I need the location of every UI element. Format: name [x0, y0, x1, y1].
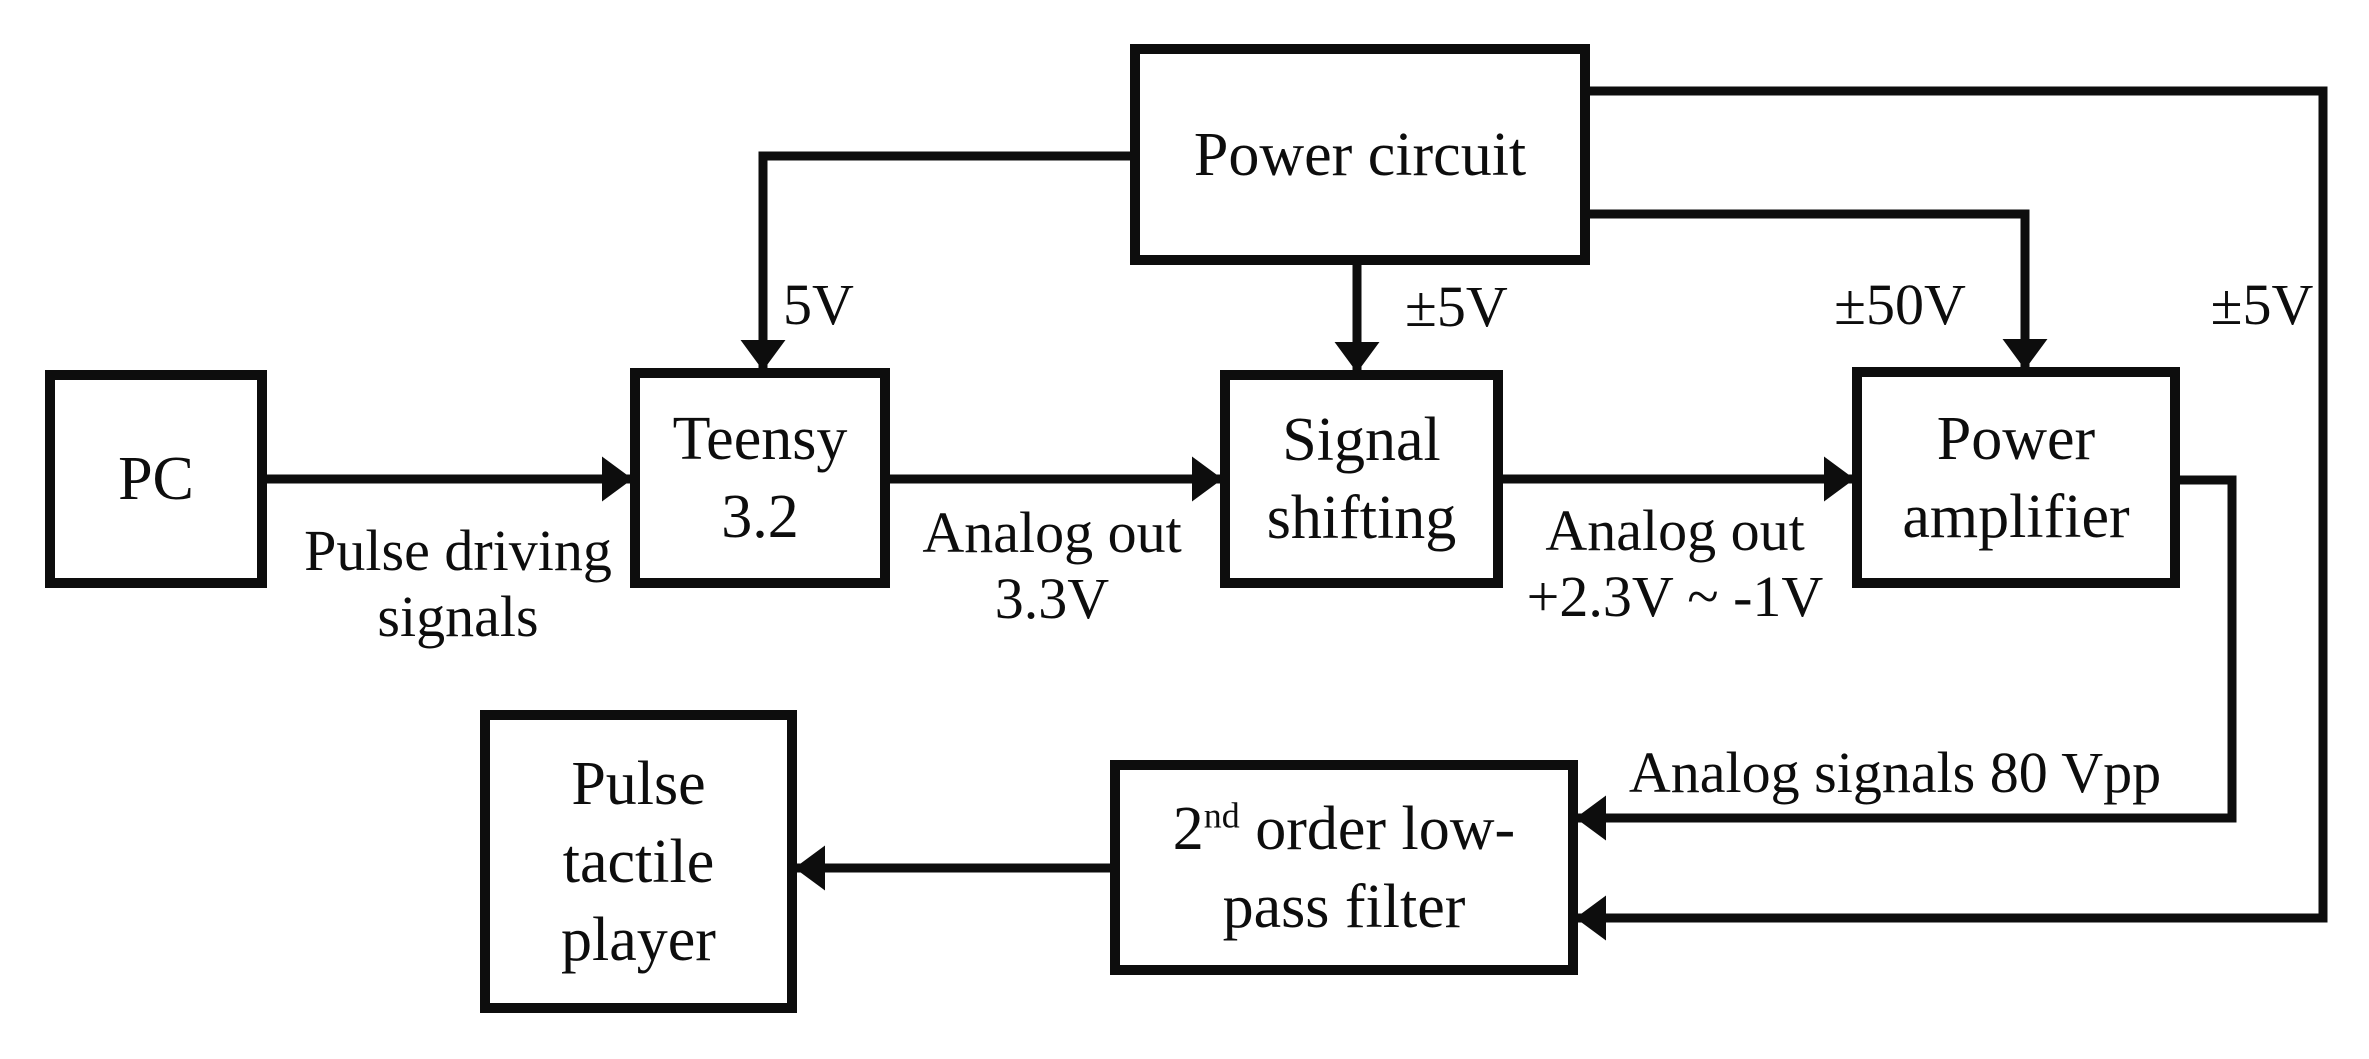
label-pulse-driving-signals: Pulse driving signals	[304, 518, 612, 650]
node-teensy-line2: 3.2	[721, 483, 799, 551]
node-pulse-tactile-player-line2: tactile	[562, 827, 715, 896]
node-power-amplifier-line2: amplifier	[1902, 482, 2130, 551]
node-pc-label: PC	[118, 445, 194, 513]
label-analog-out-shifted-line1: Analog out	[1545, 498, 1805, 563]
low-pass-filter-order-number: 2	[1172, 794, 1204, 863]
label-pm50v: ±50V	[1834, 272, 1966, 337]
label-pulse-driving-line1: Pulse driving	[304, 518, 612, 583]
label-analog-out-shifted: Analog out +2.3V ~ -1V	[1527, 498, 1824, 630]
node-power-circuit-label: Power circuit	[1193, 120, 1527, 189]
node-pulse-tactile-player-line3: player	[561, 905, 716, 974]
node-signal-shifting: Signal shifting	[1220, 370, 1503, 588]
edge-power-circuit-to-power-amplifier-pm50v	[1590, 209, 2048, 370]
node-power-amplifier-line1: Power	[1936, 404, 2096, 473]
label-pulse-driving-line2: signals	[377, 584, 539, 649]
node-signal-shifting-line2: shifting	[1266, 484, 1457, 552]
label-pm5v-mid: ±5V	[1405, 274, 1508, 339]
node-power-amplifier: Power amplifier	[1852, 367, 2180, 588]
node-teensy: Teensy 3.2	[630, 368, 890, 588]
label-analog-signals-80vpp: Analog signals 80 Vpp	[1628, 740, 2162, 805]
label-analog-out-33v-line2: 3.3V	[994, 566, 1110, 631]
node-power-circuit: Power circuit	[1130, 44, 1590, 265]
node-pc: PC	[45, 370, 267, 588]
label-5v: 5V	[783, 272, 854, 337]
node-low-pass-filter-line2: pass filter	[1222, 872, 1466, 941]
label-analog-out-shifted-line2: +2.3V ~ -1V	[1526, 564, 1824, 629]
edge-power-circuit-to-low-pass-filter-pm5v	[1575, 86, 2328, 941]
node-teensy-line1: Teensy	[672, 405, 848, 473]
low-pass-filter-order-suffix: nd	[1203, 794, 1240, 835]
edge-power-amplifier-to-low-pass-filter	[1575, 475, 2237, 841]
edge-power-circuit-to-teensy-5v	[740, 151, 1130, 371]
low-pass-filter-line1-rest: order low-	[1239, 794, 1516, 863]
node-low-pass-filter-line1: 2nd order low-	[1173, 790, 1515, 868]
label-analog-out-33v-line1: Analog out	[922, 500, 1182, 565]
node-pulse-tactile-player: Pulse tactile player	[480, 710, 797, 1013]
node-signal-shifting-line1: Signal	[1282, 406, 1441, 474]
node-pulse-tactile-player-line1: Pulse	[571, 749, 706, 818]
node-low-pass-filter: 2nd order low- pass filter	[1110, 760, 1578, 975]
label-pm5v-right: ±5V	[2210, 272, 2314, 337]
label-analog-out-33v: Analog out 3.3V	[922, 500, 1181, 632]
